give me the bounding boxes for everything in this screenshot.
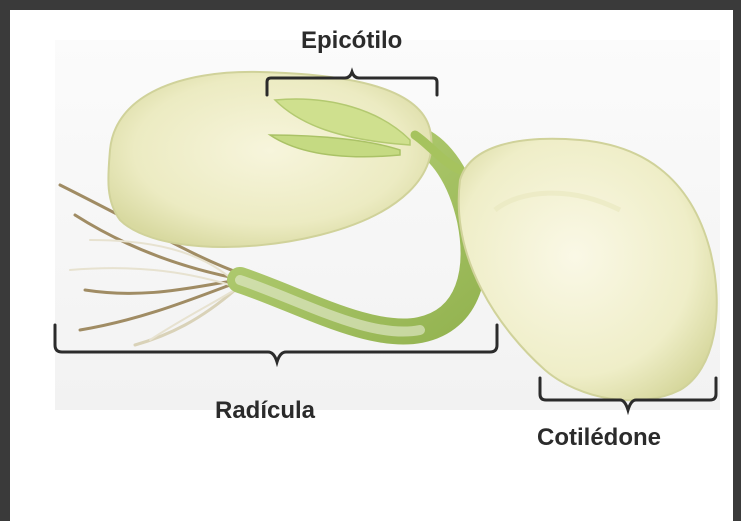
radicle-label: Radícula [215, 397, 315, 425]
cotyledon-label: Cotilédone [537, 424, 661, 452]
epicotyl-label: Epicótilo [301, 27, 402, 55]
